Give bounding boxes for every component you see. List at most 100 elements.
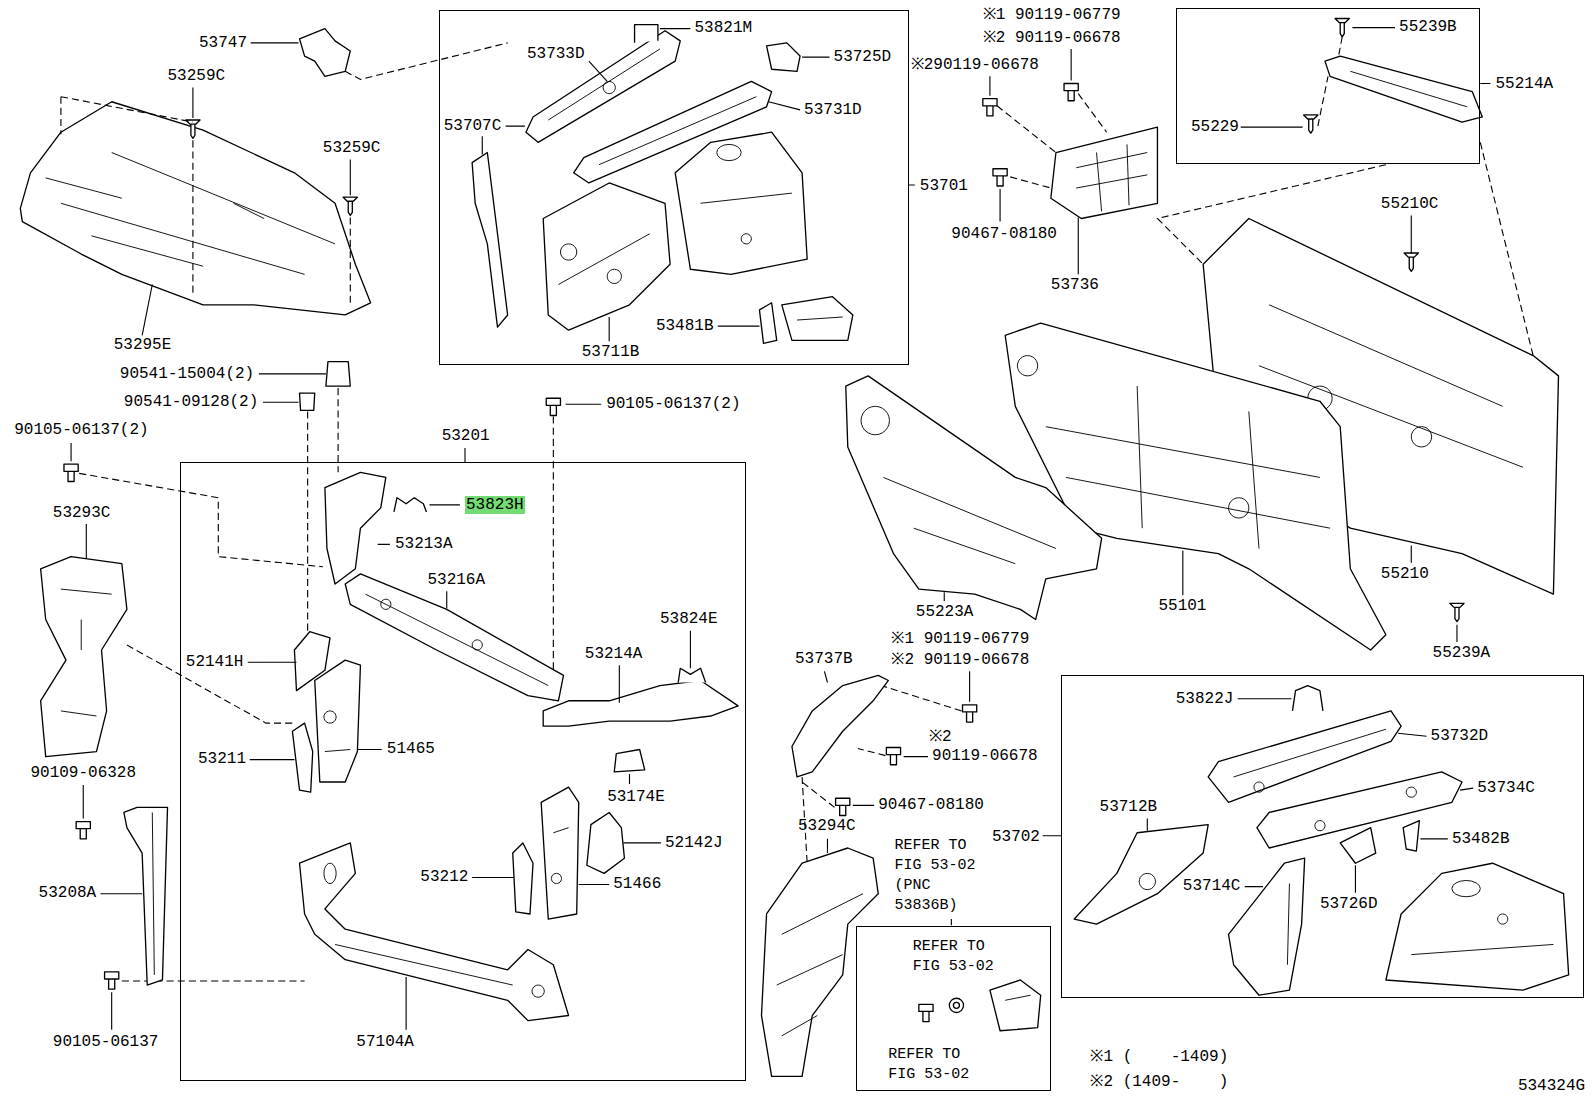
- front-side-member-parts: [635, 25, 658, 43]
- dash-panel-part: [1005, 323, 1386, 650]
- callout-number: 52141H: [186, 653, 244, 671]
- bumper-stops: [300, 393, 315, 410]
- refer-parts: [1005, 995, 1030, 1000]
- bolts-mid: [886, 747, 900, 764]
- leader-lines: [1147, 699, 1473, 893]
- callout-number: 55223A: [916, 603, 974, 621]
- apron-parts: [1340, 828, 1376, 864]
- callout-number: 53747: [199, 34, 247, 52]
- callout-number: 53737B: [795, 650, 853, 668]
- refer-parts: [919, 980, 1041, 1031]
- apron-parts: [1139, 873, 1155, 889]
- apron-parts: [1292, 686, 1322, 711]
- callout-number: 53214A: [585, 645, 643, 663]
- leader-lines: [482, 29, 829, 342]
- radiator-support-parts: [678, 668, 705, 682]
- callout-number: ※1 90119-06779: [891, 630, 1029, 648]
- radiator-support-parts: [541, 787, 579, 919]
- callout-number: 53707C: [444, 117, 502, 135]
- callout-number: 90105-06137(2): [14, 421, 148, 439]
- cowl-side-part: [1051, 127, 1158, 218]
- bolts-left: [76, 822, 90, 839]
- radiator-support-parts: [513, 843, 533, 914]
- radiator-support-parts: [345, 574, 563, 701]
- group-box: REFER TO FIG 53-02 (PNC 53836B)REFER TO …: [856, 926, 1051, 1091]
- radiator-support-parts: [587, 812, 625, 873]
- radiator-support-parts: [551, 828, 568, 884]
- callout-number: 53213A: [395, 535, 453, 553]
- leader-lines: [406, 631, 690, 1030]
- front-side-member-parts: [675, 132, 807, 274]
- bolts-left: [546, 398, 560, 415]
- radiator-support-parts: [394, 498, 426, 512]
- left-parts: [152, 812, 154, 974]
- apron-parts: [1403, 821, 1419, 851]
- callout-number: ※1 ( -1409): [1090, 1048, 1228, 1066]
- callout-number: 53295E: [114, 336, 172, 354]
- leader-lines: [465, 83, 1490, 925]
- fender-liner-parts: [761, 848, 878, 1076]
- callout-number: 53216A: [427, 571, 485, 589]
- radiator-support-parts: [292, 472, 738, 1020]
- apron-parts: [1074, 686, 1568, 996]
- callout-number: ※2 90119-06678: [983, 29, 1121, 47]
- callout-number: 53734C: [1477, 779, 1535, 797]
- callout-number: 53712B: [1100, 798, 1158, 816]
- bolts-left: [64, 464, 78, 481]
- callout-number: 53293C: [53, 504, 111, 522]
- callout-number: 90109-06328: [30, 764, 136, 782]
- callout-number: ※1 90119-06779: [983, 6, 1121, 24]
- cowl-top-part: [1325, 56, 1482, 122]
- callout-number: 90467-08180: [878, 796, 984, 814]
- callout-number: 90105-06137(2): [606, 395, 740, 413]
- callout-number: ※2: [929, 728, 952, 746]
- bolts-mid: [836, 798, 850, 815]
- callout-number: 55239B: [1399, 18, 1457, 36]
- callout-number: 55101: [1158, 597, 1206, 615]
- callout-number: 90541-09128(2): [124, 393, 258, 411]
- radiator-support-parts: [366, 594, 549, 685]
- leader-lines: [248, 505, 460, 760]
- callout-number: 53823H: [465, 496, 525, 514]
- callout-number: 90541-15004(2): [120, 365, 254, 383]
- clips: [343, 197, 357, 215]
- bolts-top: [993, 169, 1007, 186]
- callout-number: 53731D: [804, 101, 862, 119]
- refer-parts: [990, 980, 1041, 1031]
- undercover-part: [46, 153, 335, 275]
- front-side-member-parts: [701, 144, 792, 243]
- callout-number: 53259C: [168, 67, 226, 85]
- callout-number: 53174E: [607, 788, 665, 806]
- callout-number: 53211: [198, 750, 246, 768]
- radiator-support-parts: [315, 660, 361, 782]
- callout-number: 57104A: [356, 1033, 414, 1051]
- radiator-support-parts: [292, 723, 312, 792]
- leader-lines: [71, 374, 601, 559]
- callout-number: 55229: [1191, 118, 1239, 136]
- clips: [186, 120, 200, 138]
- apron-parts: [1074, 825, 1208, 925]
- radiator-support-parts: [324, 863, 544, 997]
- dashed-lines: [345, 43, 507, 80]
- clips: [186, 120, 358, 215]
- clips-right: [1304, 115, 1318, 133]
- dash-insulator-part: [846, 376, 1102, 620]
- callout-number: 53711B: [582, 343, 640, 361]
- front-side-member-parts: [472, 153, 508, 328]
- bolts-mid: [963, 705, 977, 722]
- callout-number: 53726D: [1320, 895, 1378, 913]
- bolts-top: [1064, 83, 1078, 100]
- cowl-side-part: [1051, 127, 1158, 218]
- callout-number: ※2 90119-06678: [891, 651, 1029, 669]
- callout-number: ※2 (1409- ): [1090, 1073, 1228, 1091]
- left-parts: [124, 807, 168, 985]
- callout-number: 53714C: [1183, 877, 1241, 895]
- bolts-top: [983, 99, 997, 116]
- front-side-member-parts: [472, 25, 853, 344]
- callout-number: ※290119-06678: [911, 56, 1039, 74]
- clips-right: [1450, 603, 1464, 621]
- clips-right: [1404, 253, 1418, 271]
